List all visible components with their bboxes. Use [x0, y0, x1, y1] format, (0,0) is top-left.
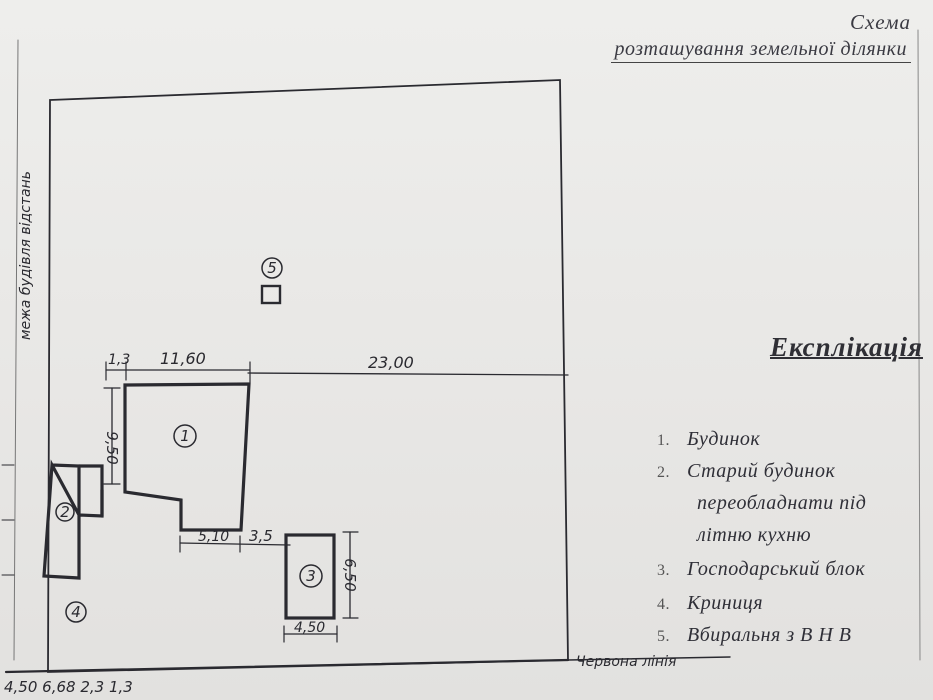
marker-circle-1	[173, 424, 197, 448]
red-line	[4, 658, 570, 674]
building-5-outline	[260, 284, 282, 305]
legend-item-2: 2.Старий будинок	[657, 460, 836, 482]
dim-line-5-10	[179, 542, 291, 546]
red-line-extension	[567, 656, 731, 661]
marker-circle-4	[65, 601, 87, 623]
building-3-outline	[284, 533, 336, 620]
marker-label-1: 1	[180, 427, 190, 445]
dim-text-6-50: 6,50	[341, 558, 359, 591]
diagram-title-line1: Схема	[849, 10, 911, 34]
dim-text-23-00: 23,00	[368, 353, 414, 372]
sheet-right-line	[917, 29, 921, 661]
bottom-dims-text: 4,50 6,68 2,3 1,3	[4, 678, 133, 696]
building-2-outline	[42, 459, 104, 580]
legend-item-1: 1.Будинок	[657, 428, 761, 450]
legend-title: Експлікація	[770, 332, 923, 362]
marker-label-5: 5	[267, 259, 277, 277]
dim-text-5-10: 5,10	[198, 529, 229, 545]
marker-label-2: 2	[60, 503, 70, 521]
sheet-margin-line	[13, 39, 19, 661]
red-line-label: Червона лінія	[576, 654, 676, 670]
legend-item-2-line2: переобладнати під	[697, 492, 867, 514]
dim-text-3-5: 3,5	[249, 527, 273, 545]
legend-item-2-line3: літню кухню	[697, 524, 812, 546]
legend-item-3: 3.Господарський блок	[657, 558, 866, 580]
marker-label-3: 3	[306, 567, 316, 585]
diagram-title-line2: розташування земельної ділянки	[610, 38, 911, 63]
marker-circle-2	[55, 502, 75, 522]
marker-circle-3	[299, 564, 323, 588]
marker-label-4: 4	[71, 603, 81, 621]
dim-text-9-50: 9,50	[103, 431, 121, 464]
dim-text-1-3: 1,3	[108, 352, 130, 368]
marker-circle-5	[261, 257, 283, 279]
dim-text-11-60: 11,60	[160, 349, 206, 368]
legend-item-4: 4.Криниця	[657, 592, 763, 614]
dim-text-4-50: 4,50	[294, 620, 325, 636]
legend-item-5: 5.Вбиральня з В Н В	[657, 624, 852, 646]
building-1-outline	[123, 382, 251, 532]
dim-line-23	[247, 372, 569, 376]
left-boundary-label: межа будівля відстань	[18, 171, 34, 340]
